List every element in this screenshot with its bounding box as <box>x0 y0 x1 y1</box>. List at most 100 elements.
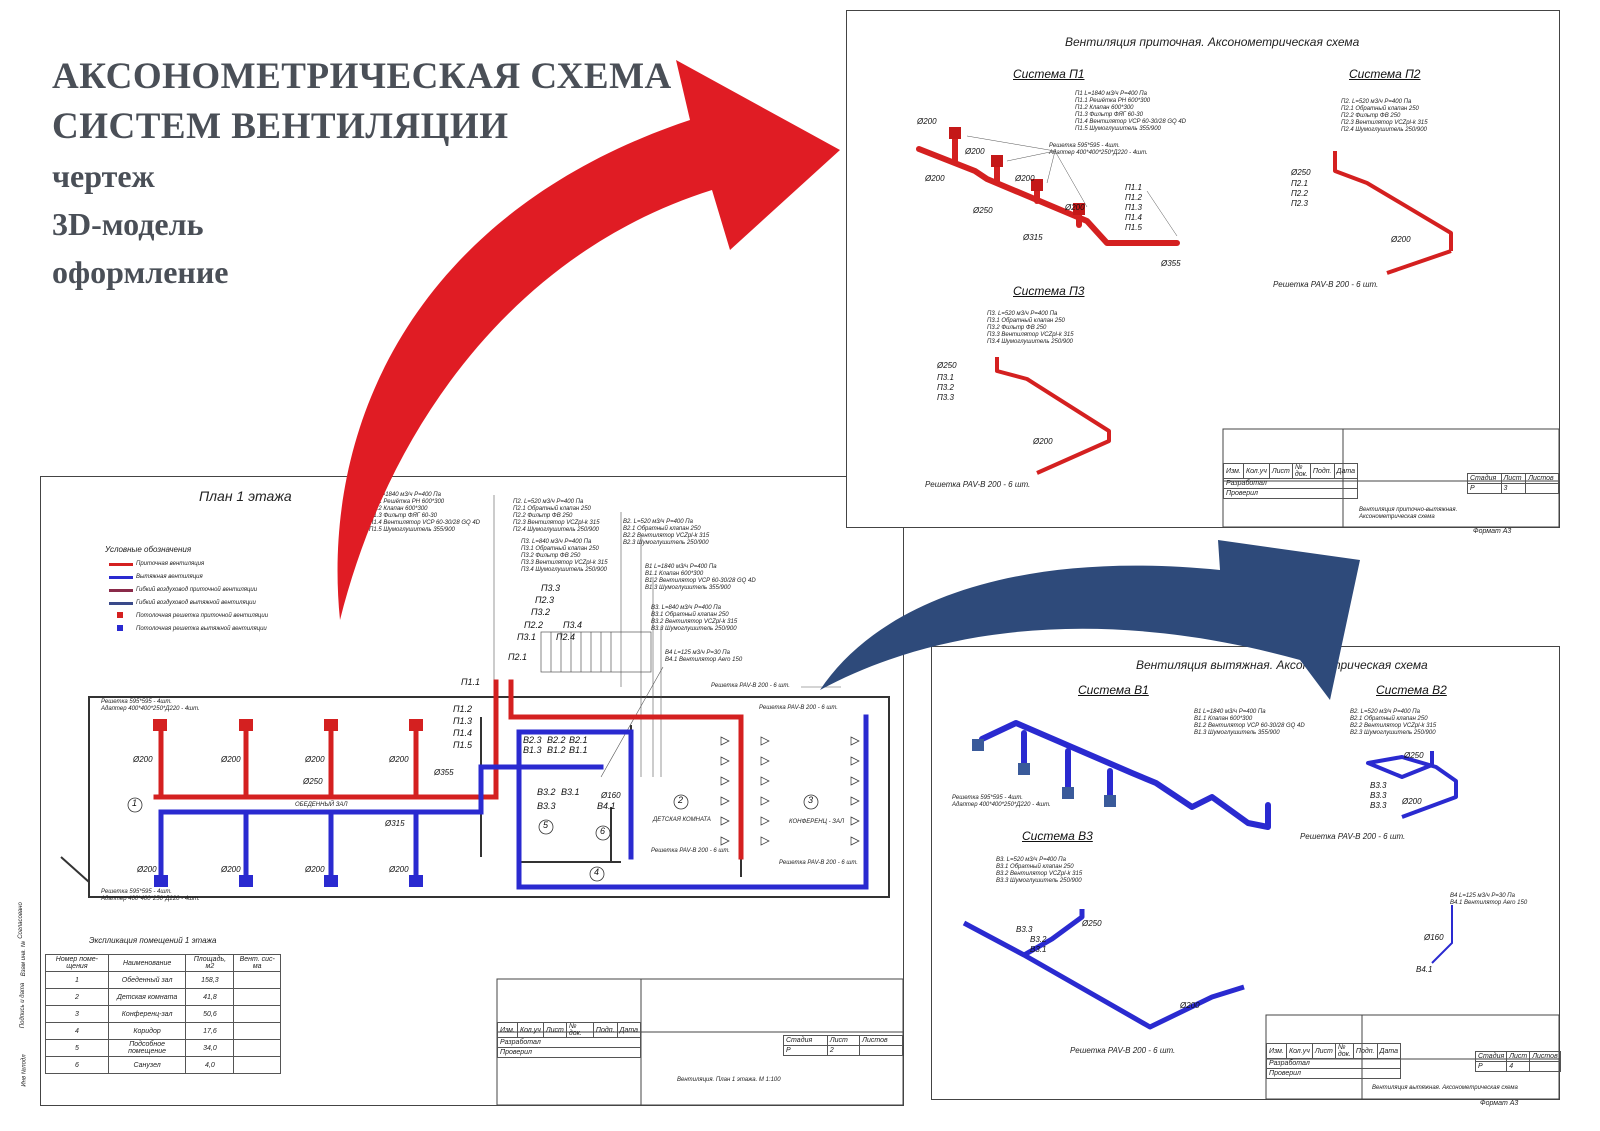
legend-swatch-flex-supply <box>109 589 133 592</box>
system-p3-title: Система П3 <box>1013 284 1085 298</box>
tag-p1: П1.2 <box>453 704 473 714</box>
legend-swatch-grille-supply <box>117 612 123 618</box>
supply-format: Формат А3 <box>1473 528 1512 535</box>
pav-note: Решетка PAV-B 200 - 6 шт. <box>711 683 790 689</box>
tag-p3: П3.1 <box>937 373 954 382</box>
tag-b: В2.1 <box>569 735 588 745</box>
room-number: 2 <box>678 795 684 805</box>
hero-heading: АКСОНОМЕТРИЧЕСКАЯ СХЕМА СИСТЕМ ВЕНТИЛЯЦИ… <box>52 52 672 296</box>
plan-title: План 1 этажа <box>199 488 292 504</box>
tag-p1-dim: Ø200 <box>1015 174 1035 183</box>
tag-p: П3.3 <box>541 583 561 593</box>
tag-b: В3.2 <box>537 787 556 797</box>
dim-label: Ø200 <box>305 865 325 874</box>
tag-b2: В3.3 <box>1370 791 1387 800</box>
tag-b4: Ø160 <box>1424 933 1444 942</box>
grille-note-top: Решетка 595*595 - 4шт.Адаптер 400*400*25… <box>101 699 200 712</box>
dim-label: Ø200 <box>221 865 241 874</box>
tag-p2: Ø250 <box>1291 168 1311 177</box>
tag-p2: П2.1 <box>1291 179 1308 188</box>
hero-line-3: чертеж <box>52 158 155 194</box>
tag-p: П3.1 <box>517 632 537 642</box>
grille-note-bottom: Решетка 595*595 - 4шт.Адаптер 400*400*25… <box>101 889 200 902</box>
dim-label: Ø200 <box>305 755 325 764</box>
tag-b: В2.2 <box>547 735 566 745</box>
legend-swatch-exhaust <box>109 576 133 579</box>
exhaust-grilles <box>154 875 423 887</box>
grille-note-b1: Решетка 595*595 - 4шт.Адаптер 400*400*25… <box>952 795 1051 808</box>
pav-note: Решетка PAV-B 200 - 6 шт. <box>779 860 858 866</box>
exhaust-stamp-title: Вентиляция вытяжная. Аксонометрическая с… <box>1372 1085 1518 1091</box>
system-b1-ducts <box>979 720 1271 830</box>
system-b2-ducts <box>1366 751 1458 819</box>
supply-title: Вентиляция приточная. Аксонометрическая … <box>1065 35 1360 49</box>
tag-p: П2.3 <box>535 595 555 605</box>
tag-p: П2.4 <box>556 632 576 642</box>
stairs <box>540 631 652 673</box>
legend-item: Гибкий воздуховод приточной вентиляции <box>136 587 258 593</box>
supply-ducts <box>153 679 744 860</box>
tag-p2: П2.3 <box>1291 199 1308 208</box>
tag-p1: П1.1 <box>461 677 481 687</box>
side-label: Взам инв. № <box>21 940 28 977</box>
legend-item: Потолочная решетка вытяжной вентиляции <box>136 626 267 632</box>
tag-p2: Ø200 <box>1391 235 1411 244</box>
dim-label: Ø200 <box>221 755 241 764</box>
plan-stamp-title: Вентиляция. План 1 этажа. М 1:100 <box>677 1077 781 1083</box>
dim-label: Ø200 <box>137 865 157 874</box>
dim-label: Ø200 <box>389 865 409 874</box>
tag-p: П2.1 <box>508 652 528 662</box>
tag-p1-dim: Ø200 <box>965 147 985 156</box>
system-p1-grilles <box>949 127 1085 215</box>
tag-p1-dim: Ø315 <box>1023 233 1043 242</box>
tag-p1: П1.4 <box>1125 213 1142 222</box>
hero-line-5: оформление <box>52 254 229 290</box>
tag-b3: В3.2 <box>1030 935 1047 944</box>
system-p2-ducts <box>1333 151 1453 275</box>
system-b3-ducts <box>962 909 1245 1030</box>
tag-b3: В3.3 <box>1016 925 1033 934</box>
legend-swatch-grille-exhaust <box>117 625 123 631</box>
pav-note-p3: Решетка PAV-B 200 - 6 шт. <box>925 480 1031 489</box>
tag-b: В3.1 <box>561 787 580 797</box>
tag-p1: П1.2 <box>1125 193 1142 202</box>
hero-line-1: АКСОНОМЕТРИЧЕСКАЯ СХЕМА <box>52 56 672 97</box>
legend-title: Условные обозначения <box>105 545 192 554</box>
explication-table: Номер поме-щения Наименование Площадь, м… <box>45 954 281 1074</box>
legend-swatch-flex-exhaust <box>109 602 133 605</box>
dim-label: Ø250 <box>303 777 323 786</box>
exhaust-axonometric-sheet: Вентиляция вытяжная. Аксонометрическая с… <box>931 646 1561 1107</box>
legend-swatch-supply <box>109 563 133 566</box>
system-b2-title: Система В2 <box>1376 683 1447 697</box>
pav-note-b3: Решетка PAV-B 200 - 6 шт. <box>1070 1046 1176 1055</box>
tag-p3: П3.2 <box>937 383 954 392</box>
tag-b: В1.3 <box>523 745 542 755</box>
dim-label: Ø200 <box>133 755 153 764</box>
pav-note-p2: Решетка PAV-B 200 - 6 шт. <box>1273 280 1379 289</box>
hero-line-2: СИСТЕМ ВЕНТИЛЯЦИИ <box>52 106 509 147</box>
dim-label: Ø315 <box>385 819 405 828</box>
legend-item: Потолочная решетка приточной вентиляции <box>136 613 269 619</box>
tag-p1: П1.5 <box>1125 223 1142 232</box>
tag-b2: Ø200 <box>1402 797 1422 806</box>
system-b1-grilles <box>972 739 1116 807</box>
legend-item: Гибкий воздуховод вытяжной вентиляции <box>136 600 256 606</box>
tag-b4: В4.1 <box>1416 965 1433 974</box>
tag-p3: Ø250 <box>937 361 957 370</box>
tag-b3: Ø250 <box>1082 919 1102 928</box>
tag-p3: П3.3 <box>937 393 954 402</box>
legend-item: Приточная вентиляция <box>136 561 205 567</box>
tag-p1: П1.5 <box>453 740 473 750</box>
system-p3-ducts <box>995 357 1111 475</box>
tag-b3: В3.1 <box>1030 945 1047 954</box>
floor-plan-sheet: План 1 этажа Условные обозначения Приточ… <box>18 476 904 1106</box>
